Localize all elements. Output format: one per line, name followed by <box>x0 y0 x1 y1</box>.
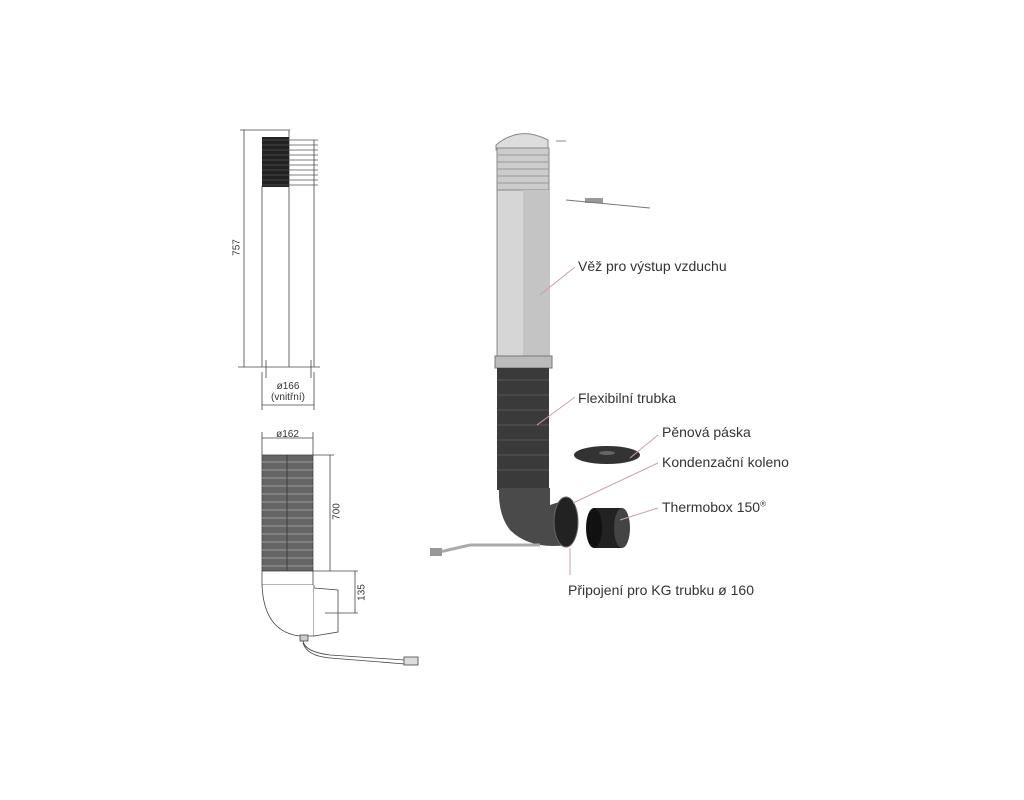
registered-mark: ® <box>760 499 766 509</box>
thermobox <box>586 508 630 548</box>
condensation-elbow <box>498 488 568 546</box>
thermobox-text: Thermobox 150 <box>662 499 761 515</box>
label-foam-tape: Pěnová páska <box>662 424 751 440</box>
tower-diameter-dimension: ø166 (vnitřní) <box>258 381 318 403</box>
tube-diameter-dimension: ø162 <box>276 429 299 440</box>
flex-tube <box>497 368 549 490</box>
label-thermobox: Thermobox 150® <box>662 499 766 515</box>
tube-length-dimension: 700 <box>331 503 343 520</box>
label-condensation-elbow: Kondenzační koleno <box>662 454 789 470</box>
tower-line-drawing <box>238 129 320 410</box>
label-kg-connection: Připojení pro KG trubku ø 160 <box>568 582 754 598</box>
flex-tube-line-drawing <box>261 432 419 666</box>
tower-height-dimension: 757 <box>231 239 243 256</box>
label-tower: Věž pro výstup vzduchu <box>578 258 727 274</box>
tower-diameter-note: (vnitřní) <box>271 392 305 403</box>
tower-diameter-value: ø166 <box>276 381 300 392</box>
elbow-offset-dimension: 135 <box>356 584 368 601</box>
assembly-3d <box>430 133 651 556</box>
leader-lines <box>536 266 659 575</box>
label-flex-tube: Flexibilní trubka <box>578 390 677 406</box>
